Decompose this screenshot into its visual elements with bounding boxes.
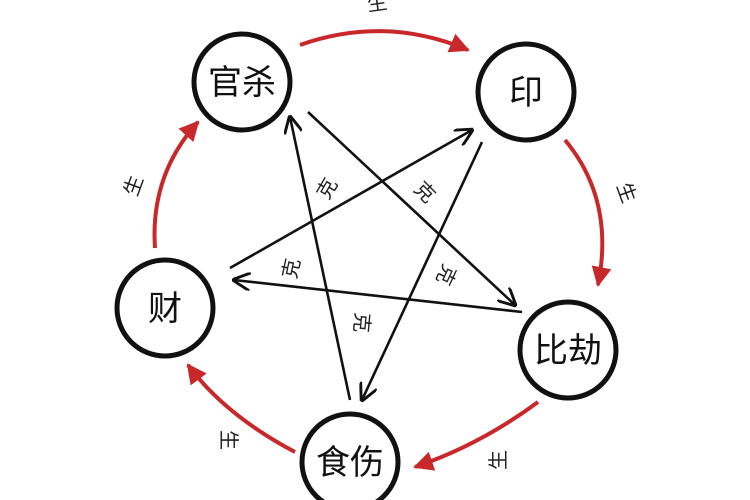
ke-label-guansha-to-bijie: 克 bbox=[409, 176, 440, 207]
sheng-arrow-bijie-to-shishang bbox=[413, 400, 540, 471]
ke-label-cai-to-yin: 克 bbox=[312, 174, 343, 203]
node-label-guansha: 官杀 bbox=[208, 63, 276, 103]
node-yin: 印 bbox=[475, 41, 577, 143]
node-label-yin: 印 bbox=[509, 73, 543, 113]
ke-arrow-bijie-to-cai bbox=[234, 280, 523, 314]
node-guansha: 官杀 bbox=[191, 31, 293, 133]
sheng-label-bottom-left: 生 bbox=[217, 430, 241, 450]
ke-label-bijie-to-cai: 克 bbox=[349, 312, 375, 334]
node-shishang: 食伤 bbox=[299, 411, 401, 500]
sheng-label-bottom-right: 生 bbox=[486, 450, 510, 470]
sheng-label-right: 生 bbox=[612, 179, 641, 206]
node-label-bijie: 比劫 bbox=[534, 331, 602, 371]
node-bijie: 比劫 bbox=[517, 299, 619, 401]
sheng-arrow-cai-to-guansha bbox=[152, 120, 200, 249]
ke-label-yin-to-shishang: 克 bbox=[431, 261, 461, 289]
ke-label-shishang-to-guansha: 克 bbox=[277, 256, 305, 281]
node-label-shishang: 食伤 bbox=[316, 443, 384, 483]
node-cai: 财 bbox=[114, 257, 216, 359]
ke-arrow-guansha-to-bijie bbox=[307, 111, 515, 305]
ke-arrow-yin-to-shishang bbox=[362, 141, 484, 400]
sheng-label-left: 生 bbox=[119, 172, 148, 199]
ke-arrow-shishang-to-guansha bbox=[290, 117, 352, 401]
ke-arrow-cai-to-yin bbox=[229, 130, 472, 270]
sheng-arrow-shishang-to-cai bbox=[186, 363, 296, 454]
sheng-arrow-yin-to-bijie bbox=[563, 138, 612, 287]
node-label-cai: 财 bbox=[148, 289, 182, 329]
sheng-label-top: 生 bbox=[365, 0, 388, 16]
sheng-arrow-guansha-to-yin bbox=[299, 29, 470, 53]
